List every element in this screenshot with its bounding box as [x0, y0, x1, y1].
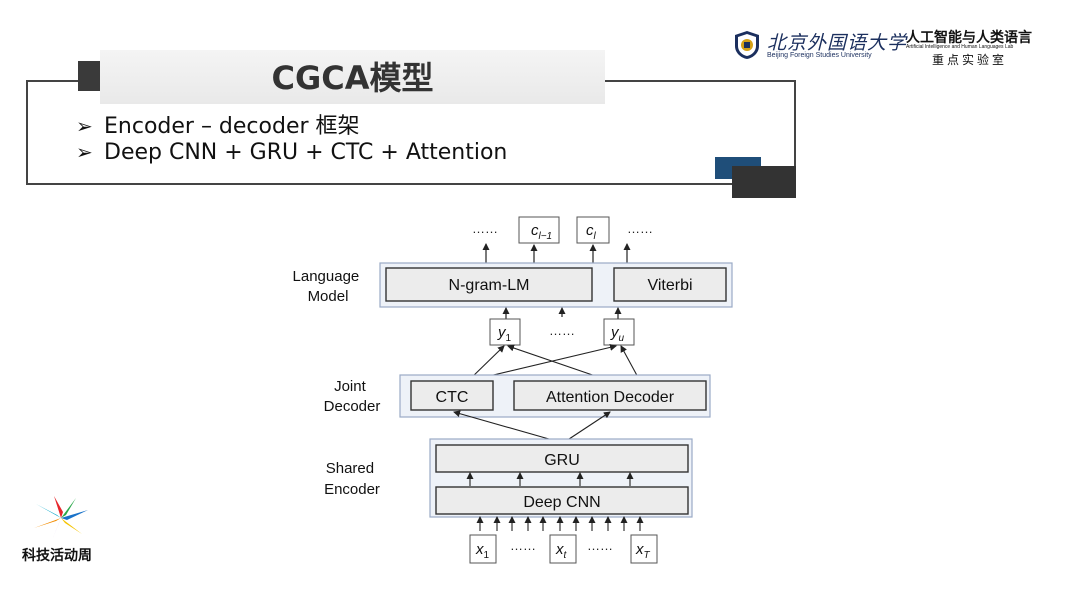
deep-cnn-block [435, 486, 689, 515]
accent-dark-square [732, 166, 796, 198]
arrow [562, 411, 611, 444]
event-logo-icon [34, 496, 88, 540]
slide-title: CGCA模型 [271, 59, 434, 97]
ctc-block [410, 380, 494, 411]
xT-box [630, 534, 658, 564]
cgca-architecture-diagram: Language Model Joint Decoder Shared Enco… [293, 216, 733, 564]
bullet-arrow-icon: ➢ [76, 114, 93, 138]
ngram-lm-label: N-gram-LM [449, 277, 530, 294]
intermediate-ellipsis: …… [549, 323, 575, 338]
x1-box [469, 534, 497, 564]
output-c-prev: cl−1 [531, 222, 552, 242]
title-accent-square [78, 61, 100, 91]
layer-label-shared-encoder: Shared Encoder [324, 460, 380, 498]
gru-label: GRU [544, 452, 580, 469]
yu-label: yu [610, 324, 625, 344]
viterbi-label: Viterbi [647, 277, 692, 294]
y1-box [489, 318, 521, 346]
xT-label: xT [635, 541, 651, 561]
lab-title: 人工智能与人类语言 [906, 30, 1032, 46]
attention-decoder-label: Attention Decoder [546, 389, 675, 406]
bullet-arrow-icon: ➢ [76, 140, 93, 164]
bfsu-emblem-icon [735, 31, 759, 59]
yu-box [603, 318, 635, 346]
bullet-text: Deep CNN + GRU + CTC + Attention [104, 140, 508, 165]
deep-cnn-label: Deep CNN [523, 494, 600, 511]
attention-decoder-block [513, 380, 707, 411]
bullet-item: ➢ Deep CNN + GRU + CTC + Attention [76, 140, 507, 165]
lab-subtitle: 重点实验室 [932, 53, 1008, 67]
bullet-text: Encoder – decoder 框架 [104, 114, 360, 139]
layer-label-joint-decoder: Joint Decoder [324, 378, 381, 415]
output-ellipsis: …… [472, 221, 498, 236]
x1-label: x1 [475, 541, 490, 561]
xt-label: xt [555, 541, 568, 561]
output-c-cur-box [576, 216, 610, 244]
ctc-label: CTC [436, 389, 469, 406]
gru-block [435, 444, 689, 473]
input-arrows [476, 516, 644, 531]
output-ellipsis-right: …… [627, 221, 653, 236]
xt-box [549, 534, 577, 564]
input-ellipsis: …… [510, 538, 536, 553]
lab-name-en: Artificial Intelligence and Human Langua… [906, 44, 1014, 50]
bfsu-name-en: Beijing Foreign Studies University [767, 52, 872, 59]
arrow [453, 410, 564, 444]
layer-label-language-model: Language Model [293, 268, 364, 305]
title-banner [100, 50, 605, 104]
bfsu-name-cn: 北京外国语大学 [767, 32, 908, 54]
bullet-item: ➢ Encoder – decoder 框架 [76, 108, 360, 140]
output-c-cur: cl [586, 222, 597, 242]
viterbi-block [613, 267, 727, 302]
event-label: 科技活动周 [22, 548, 92, 564]
y1-label: y1 [497, 324, 512, 344]
output-c-prev-box [518, 216, 560, 244]
input-ellipsis: …… [587, 538, 613, 553]
ngram-lm-block [385, 267, 593, 302]
